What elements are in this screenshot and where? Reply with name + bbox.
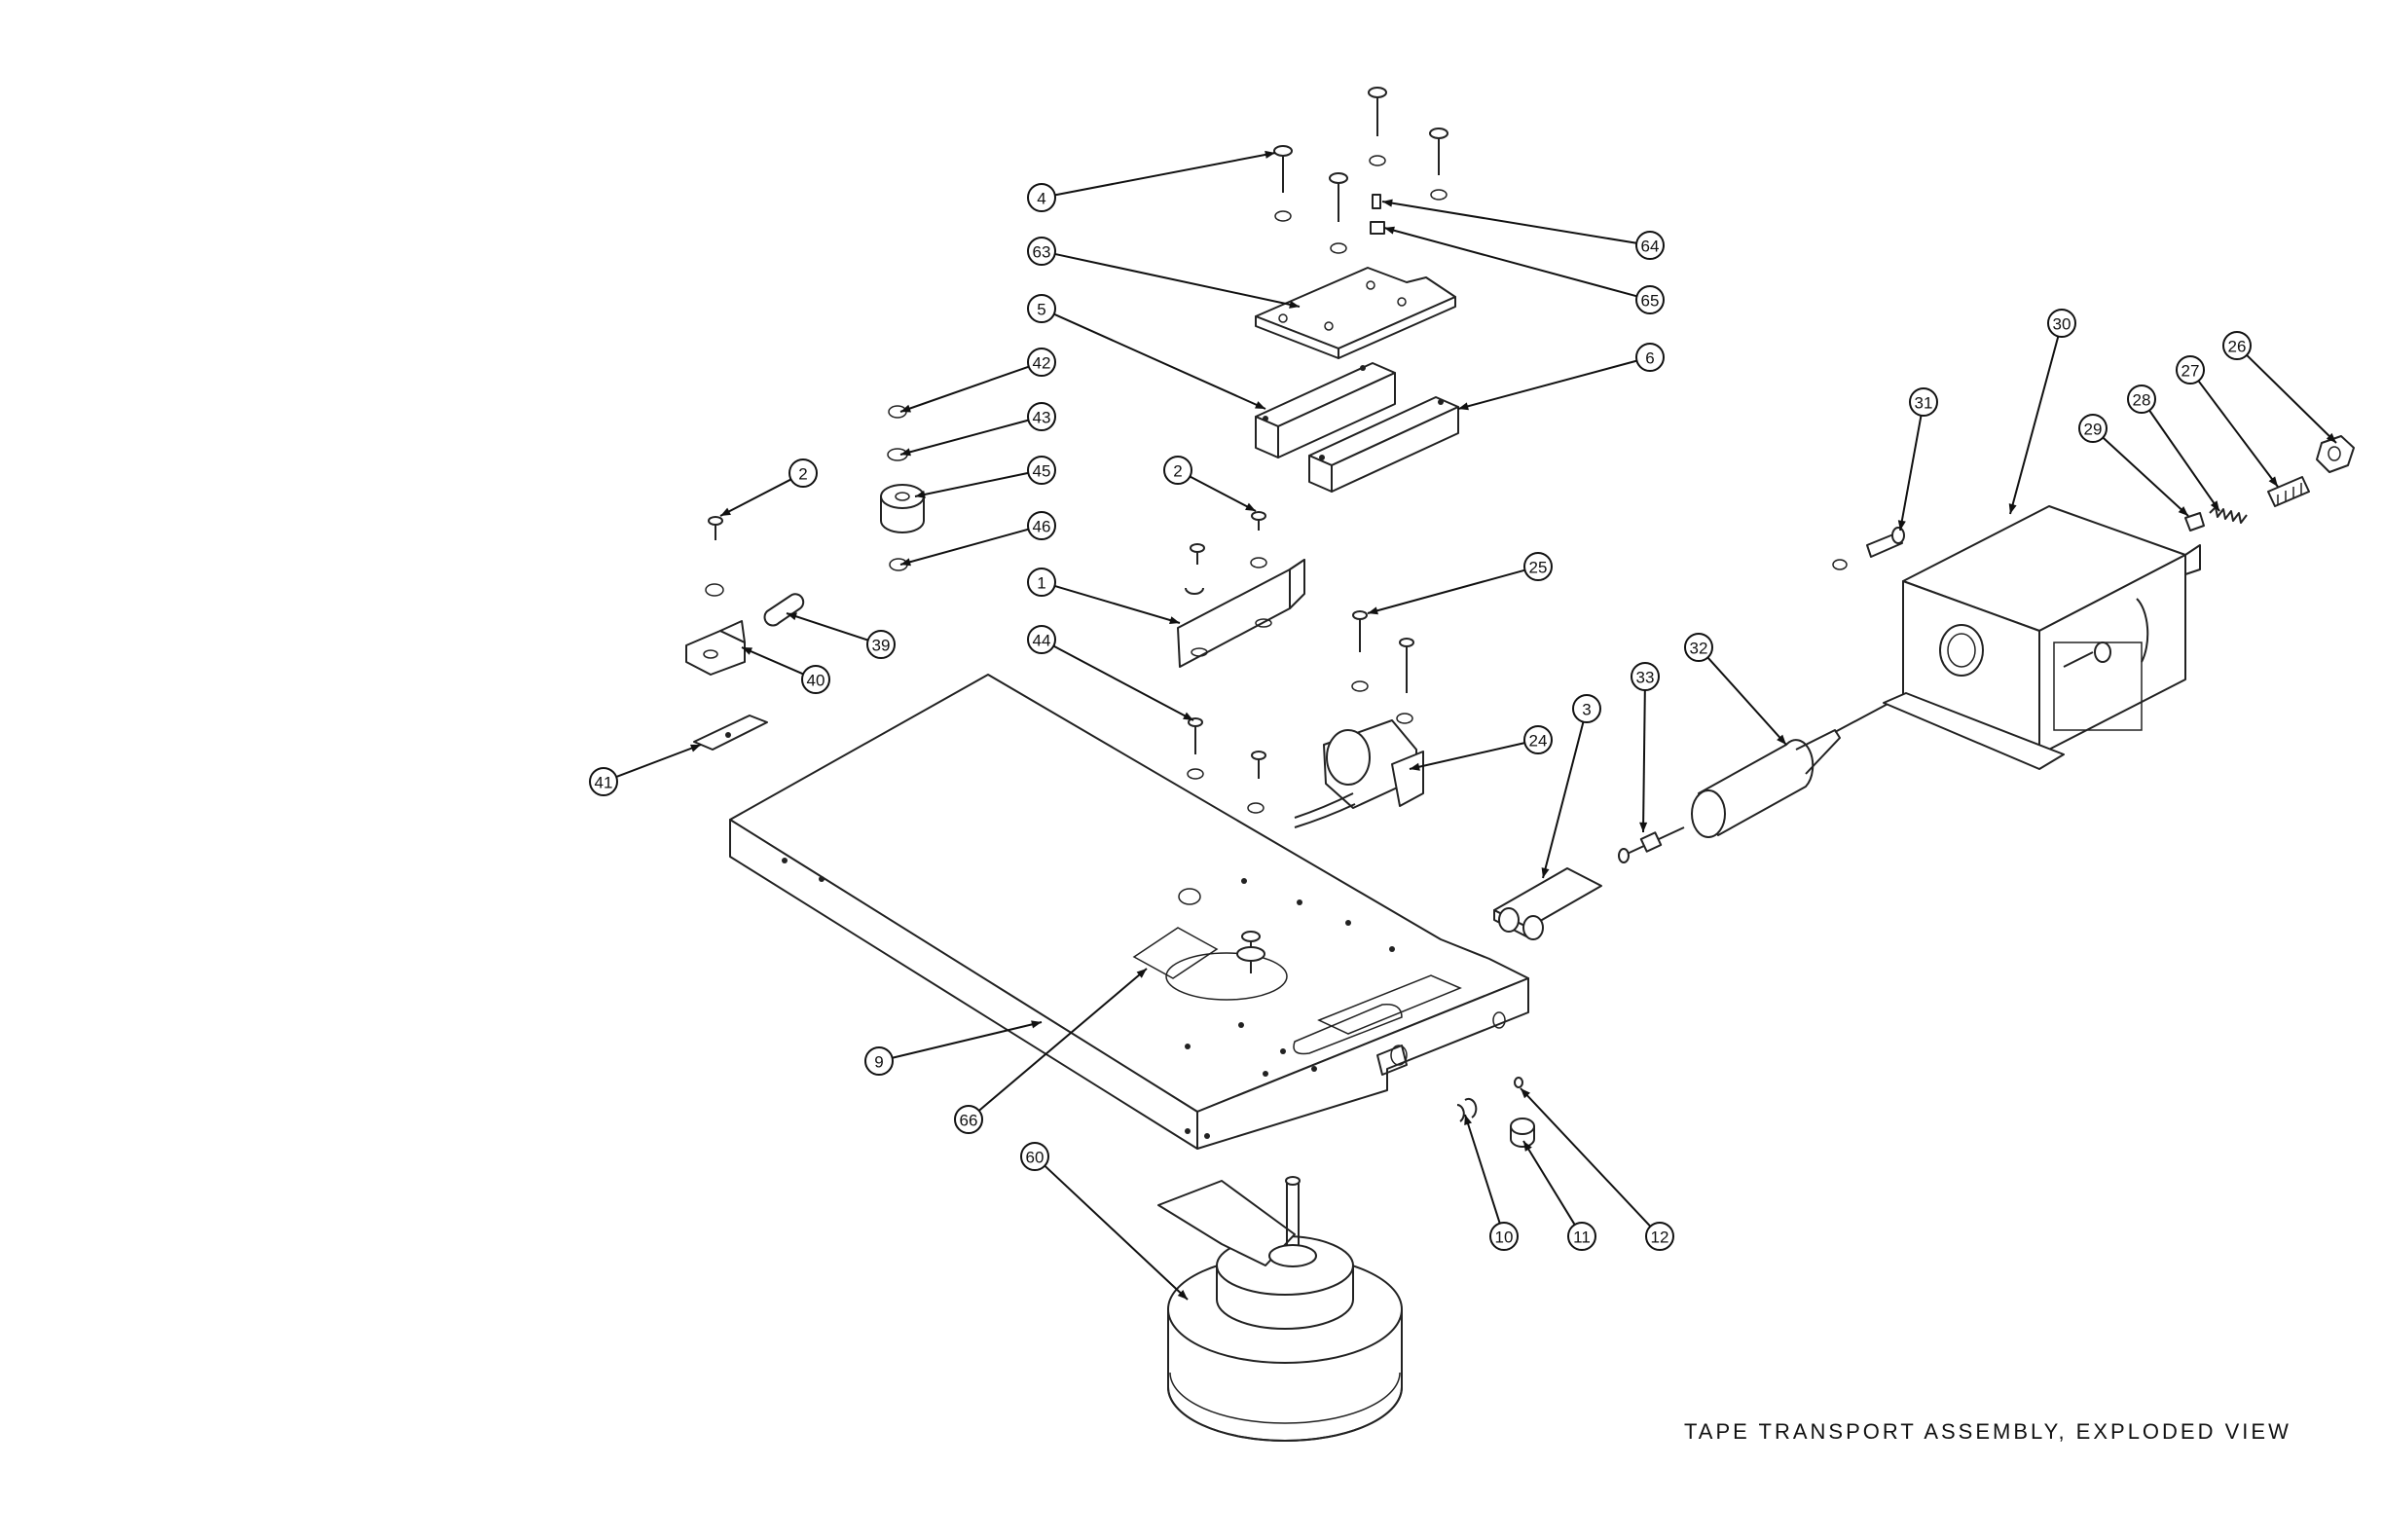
bracket-1 — [1178, 512, 1304, 667]
adjusting-screw-33 — [1619, 827, 1684, 862]
small-parts-10-11-12 — [1457, 1078, 1534, 1147]
callout-leader-40 — [742, 647, 803, 674]
callout-arrowhead-6 — [1458, 402, 1469, 410]
callout-number-9: 9 — [874, 1053, 883, 1072]
callout-arrowhead-33 — [1639, 823, 1647, 832]
callout-leader-30 — [2010, 337, 2058, 514]
callout-arrowhead-42 — [900, 405, 911, 413]
callout-number-60: 60 — [1026, 1149, 1045, 1167]
callout-number-45: 45 — [1033, 462, 1051, 481]
callout-leader-60 — [1045, 1166, 1188, 1300]
callout-leader-42 — [900, 367, 1029, 412]
callout-number-32: 32 — [1690, 640, 1708, 658]
callout-number-31: 31 — [1915, 394, 1933, 413]
callout-leader-10 — [1465, 1115, 1500, 1224]
callout-leader-1 — [1054, 586, 1180, 623]
callout-leader-32 — [1707, 657, 1786, 745]
callout-leader-28 — [2149, 410, 2219, 511]
callout-leader-31 — [1900, 416, 1921, 531]
callout-number-2: 2 — [798, 465, 807, 484]
callout-number-25: 25 — [1529, 559, 1548, 577]
callout-leader-5 — [1054, 314, 1265, 409]
callout-leader-43 — [900, 421, 1028, 455]
callout-leader-41 — [616, 745, 701, 777]
solenoid-plunger-32 — [1692, 701, 1893, 837]
callout-number-24: 24 — [1529, 732, 1548, 751]
callout-leader-4 — [1055, 153, 1275, 195]
callout-leader-9 — [893, 1022, 1042, 1058]
callout-number-26: 26 — [2228, 338, 2247, 356]
callout-arrowhead-44 — [1183, 713, 1193, 720]
callout-number-43: 43 — [1033, 409, 1051, 427]
callout-leader-6 — [1458, 361, 1636, 409]
callout-number-41: 41 — [595, 774, 613, 792]
callout-leader-11 — [1523, 1141, 1575, 1225]
callout-arrowhead-30 — [2009, 503, 2017, 514]
callout-leader-27 — [2198, 381, 2278, 487]
callout-arrowhead-2 — [720, 508, 731, 516]
callout-number-63: 63 — [1033, 243, 1051, 262]
callout-arrowhead-64 — [1382, 200, 1393, 207]
drive-motor — [1158, 1177, 1402, 1441]
callout-leader-33 — [1643, 690, 1645, 832]
callout-number-27: 27 — [2181, 362, 2200, 381]
callout-number-11: 11 — [1573, 1228, 1591, 1247]
callout-leader-2 — [720, 479, 791, 516]
callout-arrowhead-65 — [1384, 227, 1395, 235]
callout-leader-12 — [1521, 1088, 1650, 1227]
callout-number-12: 12 — [1651, 1228, 1669, 1247]
callout-number-4: 4 — [1037, 190, 1045, 208]
callout-number-1: 1 — [1037, 574, 1045, 593]
callout-number-30: 30 — [2053, 315, 2071, 334]
callout-arrowhead-1 — [1169, 616, 1180, 624]
left-small-parts — [686, 406, 924, 750]
callout-number-42: 42 — [1033, 354, 1051, 373]
callout-leader-44 — [1053, 646, 1193, 720]
pressure-plate-63 — [1256, 268, 1455, 358]
callout-arrowhead-5 — [1255, 401, 1265, 409]
callout-arrowhead-3 — [1542, 867, 1550, 878]
callout-number-5: 5 — [1037, 301, 1045, 319]
callout-leader-39 — [787, 613, 868, 641]
callout-leader-46 — [900, 530, 1029, 565]
callout-leader-63 — [1055, 254, 1300, 307]
callout-number-29: 29 — [2084, 421, 2103, 439]
callout-number-44: 44 — [1033, 632, 1051, 650]
callout-number-3: 3 — [1582, 701, 1591, 719]
callout-arrowhead-2 — [1245, 503, 1256, 511]
callout-arrowhead-10 — [1464, 1115, 1472, 1125]
callout-leader-26 — [2247, 355, 2336, 443]
callout-number-6: 6 — [1645, 349, 1654, 368]
pinch-roller-assembly — [1295, 720, 1423, 827]
callout-leader-25 — [1368, 570, 1524, 613]
callout-number-39: 39 — [872, 637, 891, 655]
callout-number-65: 65 — [1641, 292, 1660, 311]
callout-number-2: 2 — [1173, 462, 1182, 481]
callout-number-33: 33 — [1636, 669, 1655, 687]
solenoid-housing-30 — [1884, 506, 2200, 769]
callout-arrowhead-25 — [1368, 606, 1378, 614]
callout-number-10: 10 — [1495, 1228, 1514, 1247]
callout-number-46: 46 — [1033, 518, 1051, 536]
tape-guide-3 — [1494, 868, 1601, 939]
diagram-title: TAPE TRANSPORT ASSEMBLY, EXPLODED VIEW — [1684, 1419, 2291, 1444]
callout-leader-2 — [1190, 477, 1256, 511]
top-screws — [1274, 88, 1448, 253]
callout-arrowhead-41 — [690, 745, 701, 752]
callout-leader-45 — [915, 473, 1028, 496]
callout-number-28: 28 — [2133, 391, 2151, 410]
callout-number-64: 64 — [1641, 238, 1660, 256]
callout-number-40: 40 — [807, 672, 825, 690]
callout-leader-24 — [1410, 743, 1524, 769]
callout-number-66: 66 — [960, 1112, 978, 1130]
